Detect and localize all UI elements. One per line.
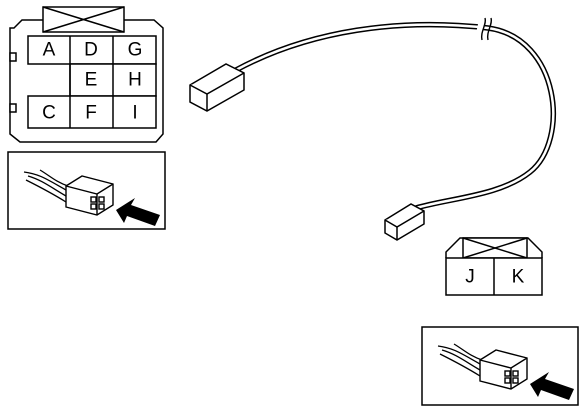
- pin-label-g: G: [128, 40, 143, 61]
- connector-view-hint-left: [7, 151, 166, 230]
- pin-label-h: H: [128, 70, 142, 91]
- pin-label-e: E: [85, 70, 98, 91]
- pin-label-j: J: [465, 267, 475, 288]
- pin-label-a: A: [43, 40, 56, 61]
- connector-view-arrow-icon-right: [530, 372, 574, 400]
- pin-label-d: D: [84, 40, 98, 61]
- connector-view-hint-right: [421, 326, 579, 406]
- pin-label-c: C: [42, 103, 56, 124]
- main-connector-pin-labels: A D G E H C F I: [42, 40, 142, 124]
- small-connector-face: [445, 237, 543, 296]
- harness-cable: [234, 17, 557, 211]
- cable-plug-small: [384, 203, 425, 241]
- pin-label-k: K: [512, 267, 525, 288]
- pin-label-i: I: [132, 103, 137, 124]
- connector-view-arrow-icon: [116, 198, 160, 226]
- wire-harness-icon-right: [437, 343, 483, 377]
- cable-plug-large: [189, 63, 245, 112]
- main-connector-face: [9, 6, 164, 143]
- plug-icon-right: [479, 349, 528, 390]
- plug-icon: [65, 175, 114, 216]
- small-connector-pin-labels: J K: [465, 267, 524, 288]
- wire-harness-icon: [23, 169, 69, 203]
- pin-label-f: F: [85, 103, 97, 124]
